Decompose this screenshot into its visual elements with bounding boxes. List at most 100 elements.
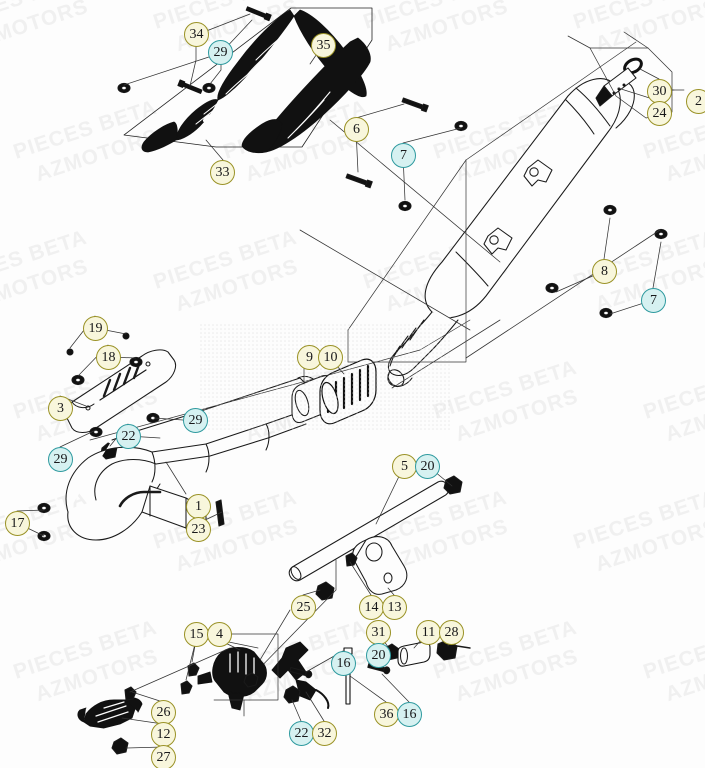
callout-label: 27 [156,749,171,765]
callout-label: 20 [420,458,435,474]
callout-11[interactable]: 11 [416,620,441,645]
callout-26[interactable]: 26 [151,700,176,725]
callout-label: 22 [121,428,136,444]
callout-32[interactable]: 32 [312,721,337,746]
callout-6[interactable]: 6 [344,117,369,142]
part-35-33-guards [141,9,371,154]
callout-29[interactable]: 29 [48,447,73,472]
callout-label: 16 [402,706,417,722]
callout-label: 34 [189,26,204,42]
callout-14[interactable]: 14 [359,595,384,620]
part-3-heat-shield [65,349,177,434]
callout-34[interactable]: 34 [184,22,209,47]
callout-17[interactable]: 17 [5,511,30,536]
part-22-grommet-bottom [283,685,301,704]
callout-label: 15 [189,626,204,642]
callout-label: 28 [444,624,459,640]
callout-2[interactable]: 2 [686,89,705,114]
callout-label: 4 [216,626,223,642]
callout-label: 13 [387,599,402,615]
callout-label: 29 [213,44,228,60]
callout-23[interactable]: 23 [186,517,211,542]
callout-9[interactable]: 9 [297,345,322,370]
part-17-nuts [37,502,51,542]
part-28-nut [436,639,471,661]
callout-36[interactable]: 36 [374,702,399,727]
callout-22[interactable]: 22 [116,424,141,449]
callout-label: 6 [353,121,360,137]
callout-label: 2 [695,93,702,109]
callout-22[interactable]: 22 [289,721,314,746]
callout-label: 35 [316,37,331,53]
callout-7[interactable]: 7 [391,143,416,168]
callout-35[interactable]: 35 [311,33,336,58]
callout-31[interactable]: 31 [366,620,391,645]
callout-20[interactable]: 20 [415,454,440,479]
callout-label: 3 [57,400,64,416]
part-14-bolt [345,552,358,567]
callout-19[interactable]: 19 [83,316,108,341]
callout-3[interactable]: 3 [48,396,73,421]
callout-label: 16 [336,655,351,671]
callout-label: 18 [101,349,116,365]
callout-27[interactable]: 27 [151,745,176,768]
callout-8[interactable]: 8 [592,259,617,284]
callout-12[interactable]: 12 [151,722,176,747]
callout-label: 29 [53,451,68,467]
callout-label: 9 [306,349,313,365]
callout-24[interactable]: 24 [647,101,672,126]
callout-16[interactable]: 16 [397,702,422,727]
part-20-nut-rod [443,475,463,495]
part-6-7-fasteners [345,97,468,212]
part-18-19-fasteners [66,332,143,386]
part-13-pivot-clamp [352,536,408,595]
callout-label: 24 [652,105,667,121]
callout-25[interactable]: 25 [291,595,316,620]
callout-label: 8 [601,263,608,279]
callout-label: 10 [323,349,338,365]
group-33-boundary [123,7,373,148]
callout-4[interactable]: 4 [207,622,232,647]
callout-label: 33 [215,164,230,180]
callout-label: 12 [156,726,171,742]
callout-7[interactable]: 7 [641,288,666,313]
callout-label: 31 [371,624,386,640]
callout-29[interactable]: 29 [183,408,208,433]
callout-20[interactable]: 20 [366,643,391,668]
callout-label: 23 [191,521,206,537]
callout-label: 30 [652,83,667,99]
callout-label: 19 [88,320,103,336]
callout-label: 5 [401,458,408,474]
callout-33[interactable]: 33 [210,160,235,185]
callout-15[interactable]: 15 [184,622,209,647]
callout-30[interactable]: 30 [647,79,672,104]
part-11-spacer [397,641,431,667]
part-27-nut [111,737,129,755]
part-34-bolts [177,6,272,94]
callout-16[interactable]: 16 [331,651,356,676]
callout-5[interactable]: 5 [392,454,417,479]
callout-label: 14 [364,599,379,615]
callout-1[interactable]: 1 [186,494,211,519]
part-25-extra-nut [243,672,259,688]
part-15-bolts [180,662,200,695]
callout-label: 32 [317,725,332,741]
callout-label: 36 [379,706,394,722]
callout-label: 29 [188,412,203,428]
callout-29[interactable]: 29 [208,40,233,65]
part-12-footrest-bracket [77,697,143,729]
callout-13[interactable]: 13 [382,595,407,620]
part-25-nut-rod [315,581,335,601]
callout-18[interactable]: 18 [96,345,121,370]
callout-label: 26 [156,704,171,720]
callout-label: 25 [296,599,311,615]
callout-label: 22 [294,725,309,741]
callout-label: 1 [195,498,202,514]
callout-10[interactable]: 10 [318,345,343,370]
callout-label: 17 [10,515,25,531]
callout-label: 7 [400,147,407,163]
callout-28[interactable]: 28 [439,620,464,645]
callout-label: 7 [650,292,657,308]
